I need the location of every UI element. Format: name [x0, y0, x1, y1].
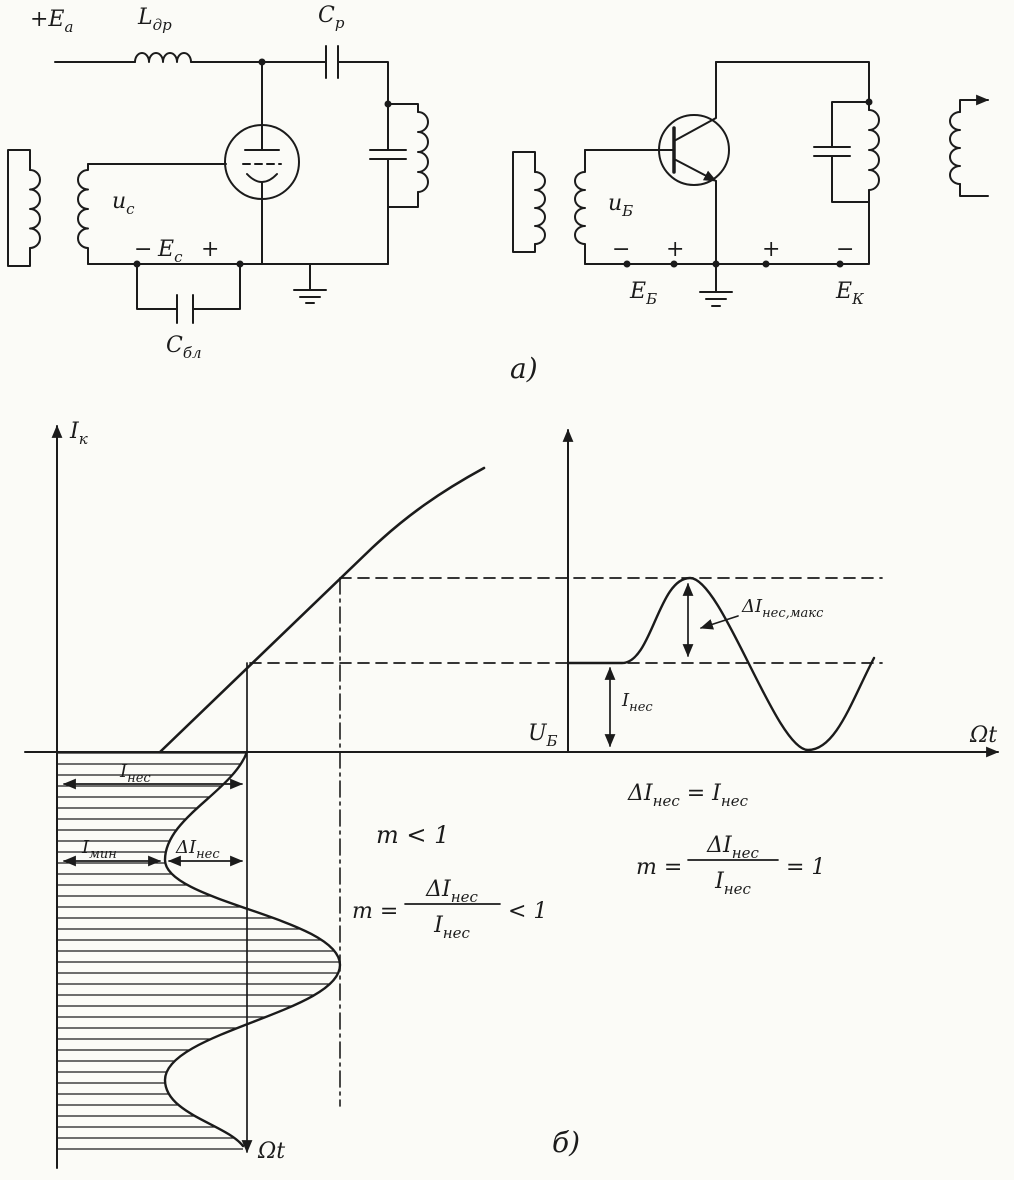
label-anode-supply: +Eа [30, 7, 73, 36]
terminal-dot [670, 260, 678, 268]
caption-part-b: б) [552, 1126, 580, 1159]
tank-cap-plates [369, 149, 407, 160]
formula-right-tail: = 1 [786, 855, 825, 880]
terminal-dot [836, 260, 844, 268]
label-ek-minus: − [836, 237, 854, 262]
tank-frame [387, 103, 419, 265]
emitter-lead [673, 158, 717, 182]
tank-cap-plates [813, 146, 851, 157]
tank-coil [417, 111, 429, 193]
transistor-circuit: uБ − + + − EБ EК [512, 61, 990, 308]
tank-coil [868, 109, 880, 191]
terminal-dot [762, 260, 770, 268]
label-delta-max: ΔIнес,макс [741, 596, 824, 621]
label-blocking-cap: Cбл [166, 333, 202, 362]
label-carrier-left: Iнес [119, 761, 151, 786]
label-grid-voltage: uс [112, 189, 135, 218]
transfer-characteristic-curve [158, 466, 486, 754]
caption-part-a: а) [510, 352, 538, 385]
label-condition-m-lt-1: m < 1 [376, 821, 449, 849]
label-base-voltage: uБ [608, 191, 633, 220]
label-time-axis: Ωt [257, 1139, 285, 1164]
output-bottom-lead [959, 183, 989, 197]
terminal-dot [623, 260, 631, 268]
blocking-cap-branch [136, 263, 241, 310]
label-choke: Lдр [137, 5, 172, 34]
label-eb-plus: + [666, 237, 684, 262]
formula-right-numerator: ΔIнес [706, 833, 759, 862]
label-y-axis: Iк [69, 419, 88, 448]
label-eb-minus: − [612, 237, 630, 262]
label-bias-minus: − [134, 237, 152, 262]
formula-left-numerator: ΔIнес [425, 877, 478, 906]
label-base-voltage-axis: UБ [528, 721, 558, 750]
input-primary-coil [29, 169, 41, 249]
output-top-lead [959, 94, 990, 113]
label-min-current: Iмин [81, 837, 117, 862]
input-source-bracket [7, 149, 31, 267]
formula-left-tail: < 1 [508, 899, 547, 924]
tube-circuit: +Eа Lдр Cр uс − Eс + Cбл [7, 3, 429, 362]
formula-left-denominator: Iнес [433, 913, 470, 942]
collector-wire [715, 61, 870, 103]
blocking-cap-plates [176, 294, 194, 324]
grid-coil [77, 163, 89, 265]
label-bias-plus: + [201, 237, 219, 262]
tank-frame [831, 101, 870, 203]
ground-symbol [293, 289, 327, 304]
junction-dot [384, 100, 392, 108]
modulation-graph: Iк Ωt UБ Ωt Iнес Iмин ΔIнес m < 1 m = ΔI… [24, 419, 1000, 1169]
formula-left-lead: m = [352, 899, 398, 924]
choke-inductor [134, 52, 192, 63]
base-coil [574, 149, 586, 265]
formula-right-lead: m = [636, 855, 682, 880]
collector-lead [673, 61, 717, 142]
input-primary-coil [534, 171, 546, 245]
delta-max-leader [699, 615, 739, 630]
label-coupling-cap: Cр [318, 3, 345, 32]
equation-delta-equals-carrier: ΔIнес = Iнес [627, 781, 749, 810]
label-base-supply: EБ [629, 279, 657, 308]
input-sine-wave [566, 576, 876, 752]
ground-symbol [699, 291, 733, 307]
junction-dot [712, 260, 720, 268]
cathode-electrode [246, 173, 278, 183]
label-ek-plus: + [762, 237, 780, 262]
input-source-bracket [512, 151, 536, 253]
label-bias-source: Eс [157, 237, 183, 266]
output-coil [949, 111, 961, 185]
bottom-wire [584, 201, 870, 265]
label-collector-supply: EК [835, 279, 864, 308]
label-x-axis: Ωt [969, 723, 997, 748]
transistor-body [658, 114, 730, 186]
coupling-capacitor [325, 45, 339, 79]
formula-right-denominator: Iнес [714, 869, 751, 898]
label-carrier-right: Iнес [621, 690, 653, 715]
label-delta-left: ΔIнес [175, 837, 220, 862]
modulated-current-hatch [57, 752, 340, 1150]
